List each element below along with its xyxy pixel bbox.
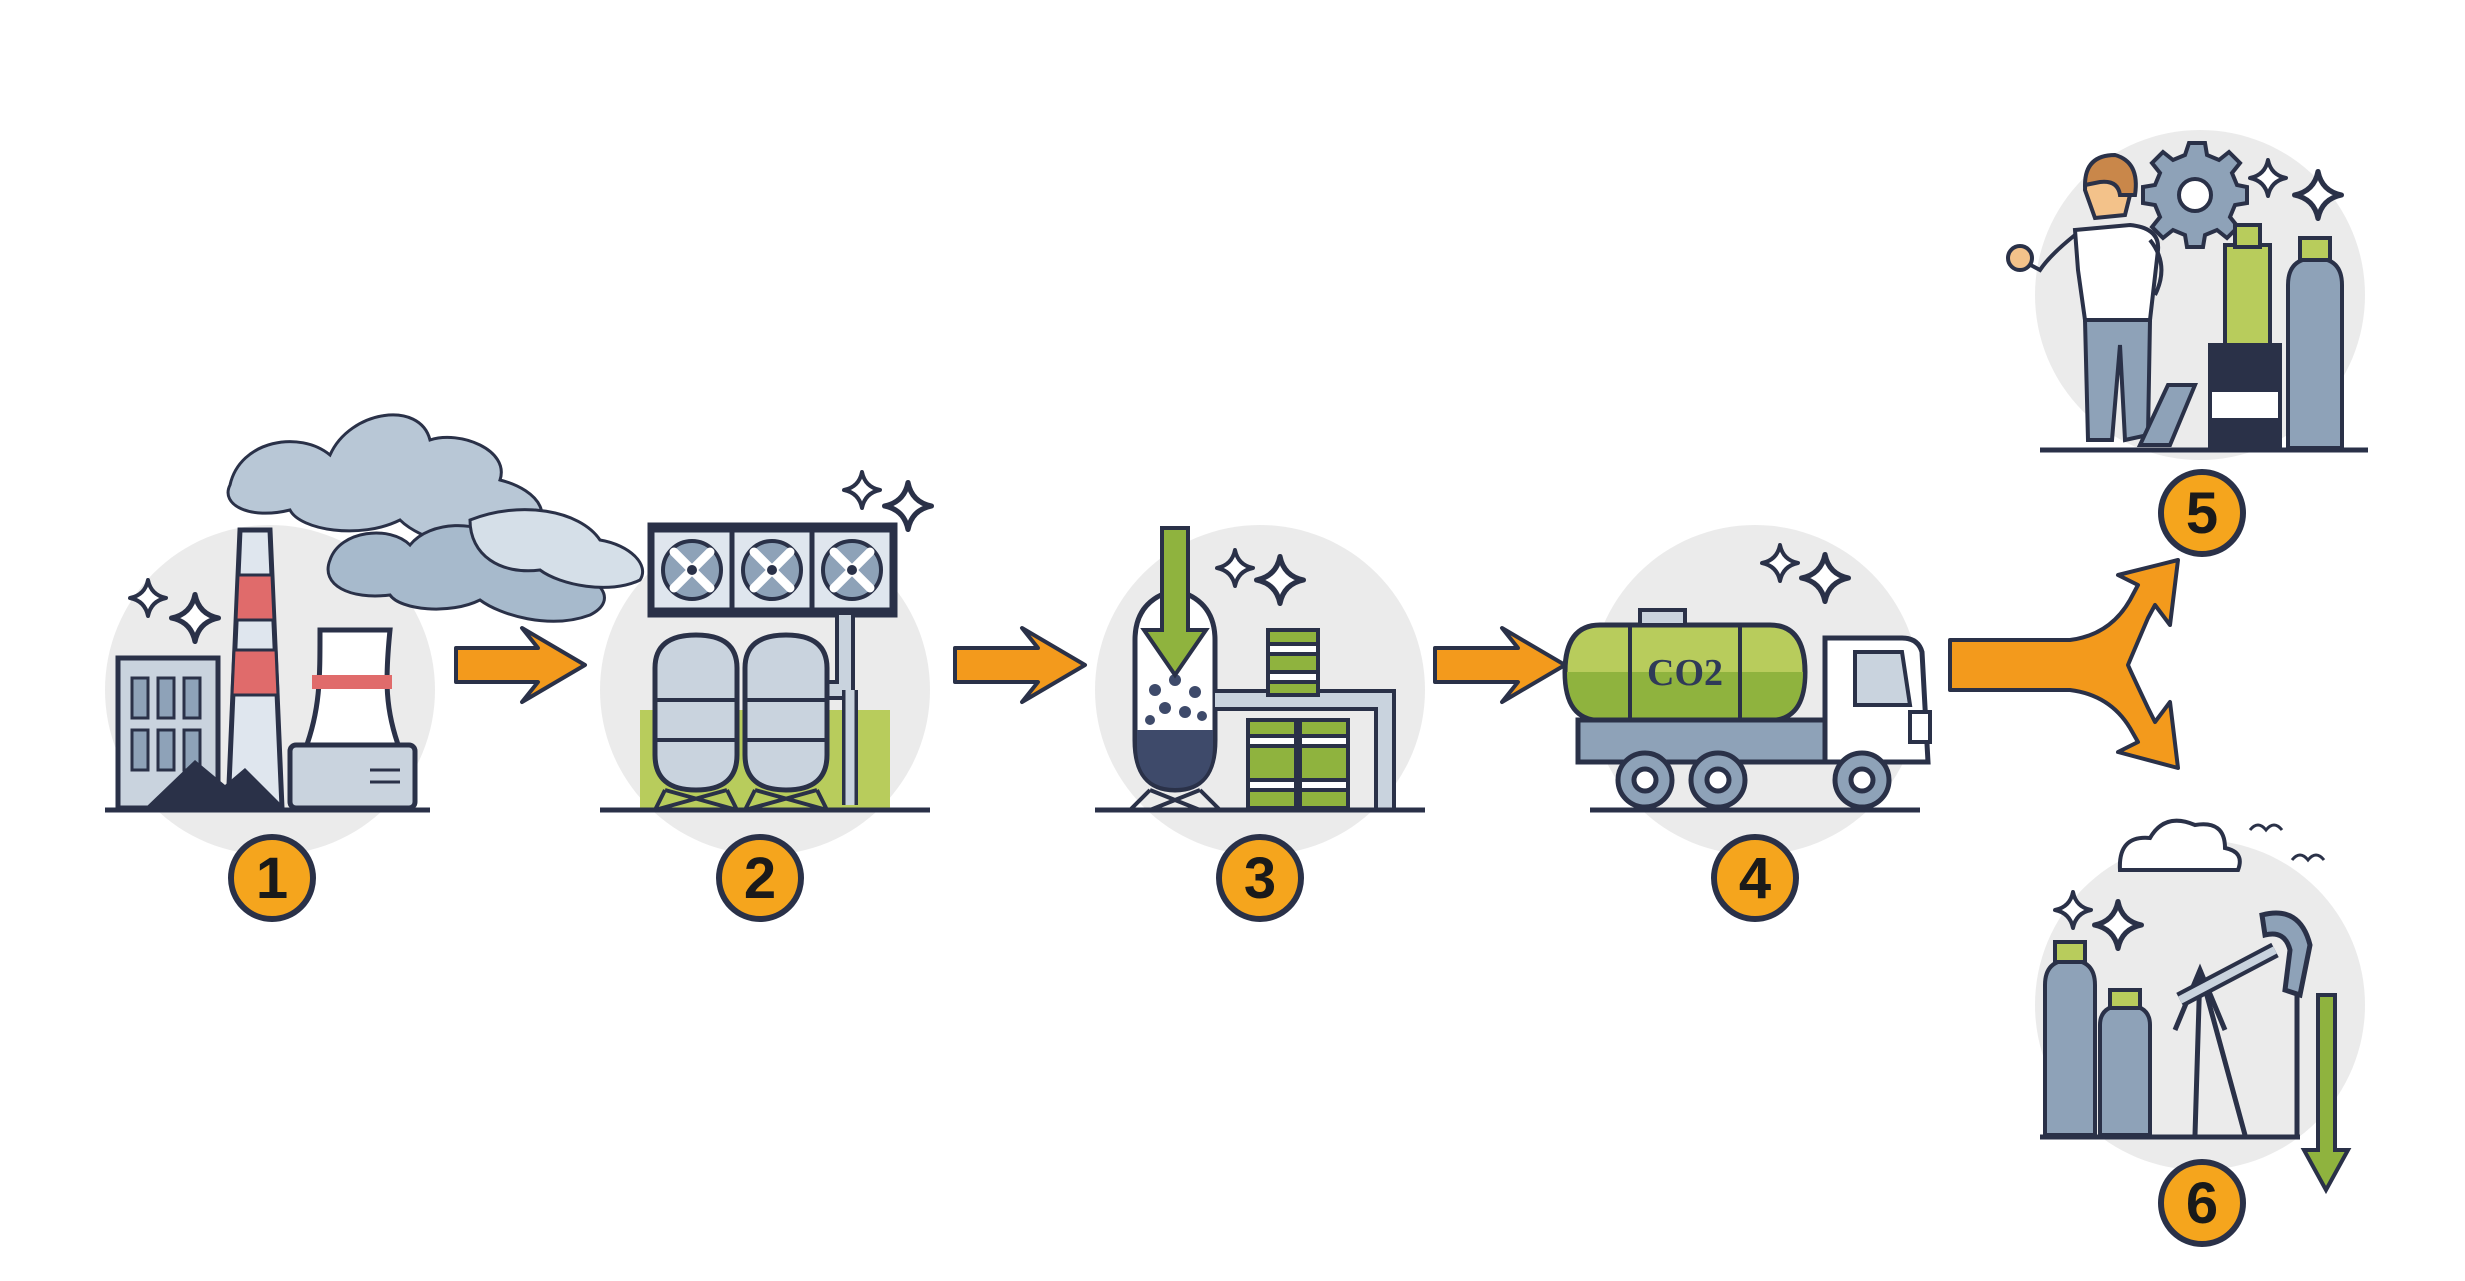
capture-tank (652, 632, 740, 812)
badge-number: 1 (256, 846, 288, 911)
step-6-storage (2035, 818, 2365, 1195)
down-arrow-icon (1140, 526, 1210, 679)
gas-cylinders (2043, 940, 2152, 1137)
chimney (225, 527, 285, 811)
worker-figure (2006, 152, 2164, 443)
badge-5: 5 (2158, 469, 2246, 557)
fan-icon (812, 530, 892, 610)
barrels (1246, 628, 1350, 810)
bird-icon (2248, 823, 2284, 833)
badge-1: 1 (228, 834, 316, 922)
coal-pile (145, 760, 285, 808)
badge-2: 2 (716, 834, 804, 922)
co2-tanker-truck: CO2 (1562, 608, 1932, 810)
badge-3: 3 (1216, 834, 1304, 922)
badge-number: 6 (2186, 1171, 2218, 1236)
arrow-2-to-3 (953, 626, 1087, 704)
gear-icon (2141, 141, 2249, 249)
capture-tank (742, 632, 830, 812)
split-arrow (1948, 558, 2180, 770)
smoke-cloud (226, 413, 644, 623)
badge-6: 6 (2158, 1159, 2246, 1247)
cooling-tower (301, 627, 404, 753)
step-4-transport: CO2 (1562, 525, 1932, 855)
bird-icon (2290, 853, 2326, 863)
step-5-utilization (2006, 130, 2368, 460)
step-3-compression (1095, 525, 1425, 855)
badge-number: 5 (2186, 481, 2218, 546)
pumpjack-icon (2172, 910, 2313, 1136)
sparkle-icon (885, 483, 932, 530)
cloud-icon (2117, 818, 2242, 872)
badge-number: 2 (744, 846, 776, 911)
fan-unit (647, 522, 898, 618)
badge-number: 3 (1244, 846, 1276, 911)
tank-label: CO2 (1647, 652, 1723, 694)
product-bottles (2136, 223, 2344, 450)
down-arrow-icon (2300, 993, 2352, 1195)
arrow-3-to-4 (1433, 626, 1567, 704)
badge-number: 4 (1739, 846, 1771, 911)
flow-arrows (454, 558, 2180, 770)
step-2-capture (600, 470, 932, 855)
badge-4: 4 (1711, 834, 1799, 922)
fan-icon (652, 530, 732, 610)
step-1-power-plant (105, 413, 644, 855)
sparkle-icon (842, 470, 882, 510)
arrow-1-to-2 (454, 626, 587, 704)
fan-icon (732, 530, 812, 610)
